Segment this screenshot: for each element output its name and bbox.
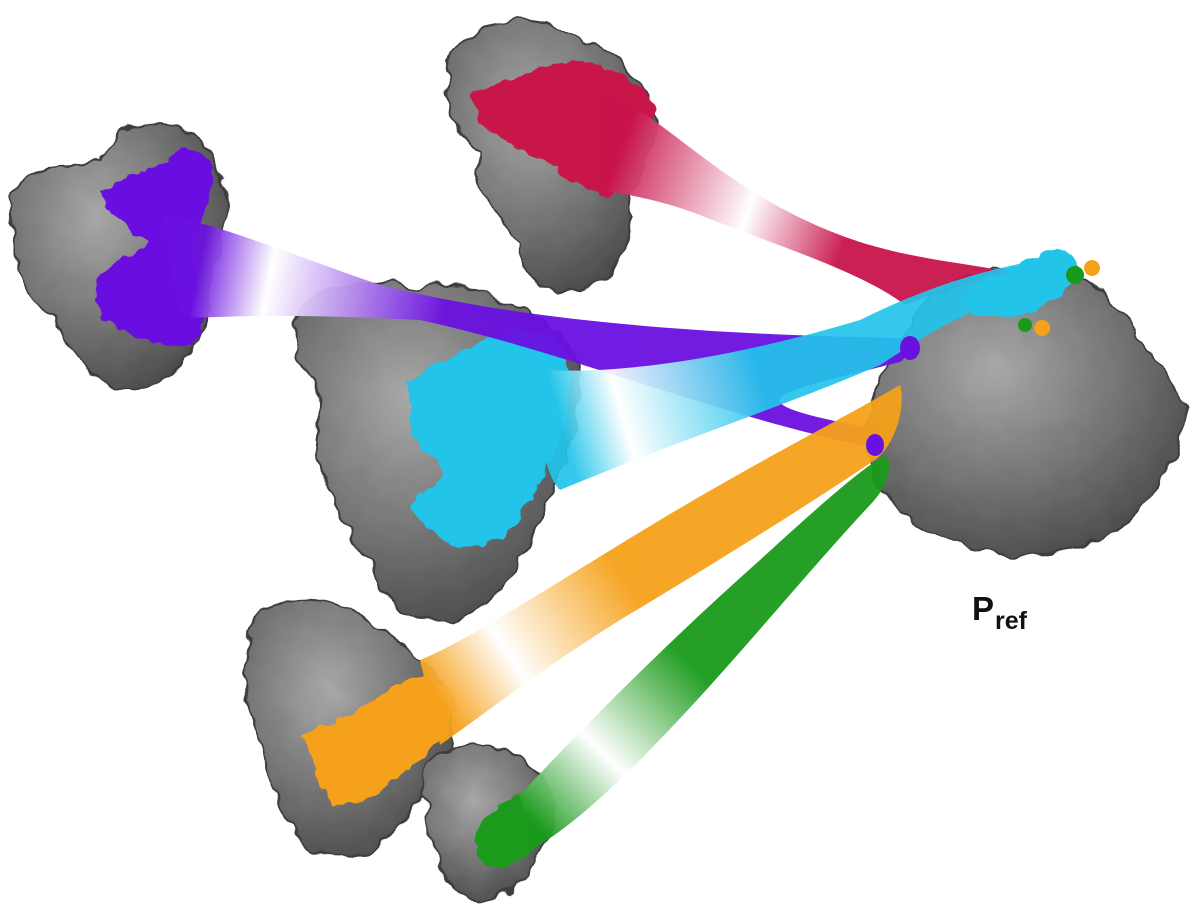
reference-patch-green xyxy=(1018,266,1084,332)
link-cyan xyxy=(540,260,1046,490)
link-orange xyxy=(420,385,902,745)
reference-patch-cyan xyxy=(960,249,1078,319)
link-red xyxy=(600,90,1010,305)
reference-patch-orange xyxy=(1034,260,1100,336)
reference-label-main: P xyxy=(972,590,995,627)
link-green xyxy=(520,455,890,850)
reference-protein-label: Pref xyxy=(972,590,1027,634)
interface-patch-orange xyxy=(300,676,455,805)
reference-label-subscript: ref xyxy=(995,607,1027,635)
reference-patch-purple xyxy=(866,336,920,456)
interface-patch-cyan xyxy=(408,330,571,548)
